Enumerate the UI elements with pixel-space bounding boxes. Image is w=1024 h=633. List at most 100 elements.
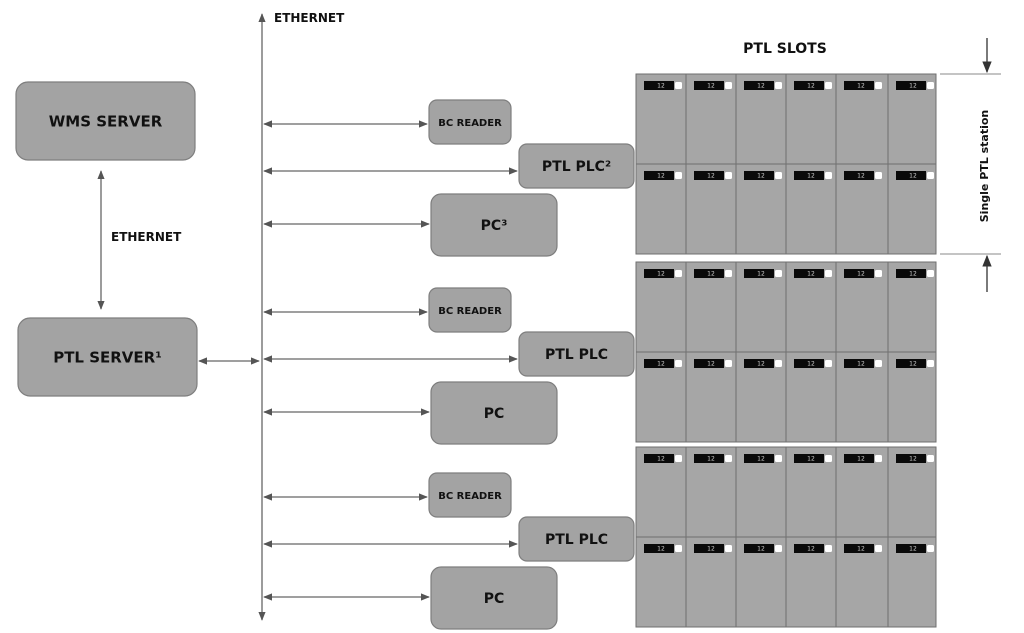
slot-display-text: 12: [707, 83, 715, 90]
ptl-slot: 12: [635, 351, 687, 443]
ptl-slot: 12: [635, 536, 687, 628]
slot-display-text: 12: [909, 546, 917, 553]
slot-display-text: 12: [707, 361, 715, 368]
slot-display-text: 12: [909, 83, 917, 90]
slot-display-text: 12: [757, 546, 765, 553]
slot-display-text: 12: [757, 173, 765, 180]
slot-display: [644, 171, 674, 180]
slot-display: [844, 359, 874, 368]
slot-display-text: 12: [909, 173, 917, 180]
ptl-slot: 12: [835, 163, 889, 255]
ptl-slots-title: PTL SLOTS: [743, 41, 827, 57]
slot-confirm-button-icon: [825, 270, 832, 277]
slot-display: [744, 81, 774, 90]
slot-display-text: 12: [757, 271, 765, 278]
ptl-plc-label: PTL PLC: [545, 532, 608, 548]
slot-display: [644, 81, 674, 90]
slot-display-text: 12: [807, 456, 815, 463]
slot-display: [744, 454, 774, 463]
slot-confirm-button-icon: [927, 270, 934, 277]
slot-confirm-button-icon: [875, 82, 882, 89]
slot-display-text: 12: [909, 456, 917, 463]
ptl-slot: 12: [785, 351, 837, 443]
slot-confirm-button-icon: [825, 172, 832, 179]
ptl-slot: 12: [785, 73, 837, 165]
slot-confirm-button-icon: [675, 82, 682, 89]
slot-display-text: 12: [757, 456, 765, 463]
ptl-plc-box: PTL PLC: [518, 516, 635, 562]
ptl-slot: 12: [887, 351, 937, 443]
slot-confirm-button-icon: [725, 172, 732, 179]
ptl-slot: 12: [735, 261, 787, 353]
slot-confirm-button-icon: [725, 270, 732, 277]
slot-display: [896, 269, 926, 278]
slot-confirm-button-icon: [775, 455, 782, 462]
slot-display-text: 12: [807, 361, 815, 368]
bc-reader-label: BC READER: [438, 306, 502, 317]
slot-confirm-button-icon: [927, 545, 934, 552]
slot-display: [644, 359, 674, 368]
ptl-slot: 12: [635, 73, 687, 165]
slot-confirm-button-icon: [675, 270, 682, 277]
slot-confirm-button-icon: [775, 82, 782, 89]
slot-display-text: 12: [857, 83, 865, 90]
slot-display: [896, 454, 926, 463]
slot-display: [644, 269, 674, 278]
slot-confirm-button-icon: [927, 172, 934, 179]
slot-display: [844, 269, 874, 278]
slot-confirm-button-icon: [875, 270, 882, 277]
ptl-server-label: PTL SERVER¹: [53, 349, 162, 367]
slot-display: [896, 544, 926, 553]
ptl-slot: 12: [735, 536, 787, 628]
slot-confirm-button-icon: [927, 82, 934, 89]
ptl-slot: 12: [735, 73, 787, 165]
slot-display-text: 12: [909, 271, 917, 278]
slot-display: [896, 171, 926, 180]
slot-display: [896, 81, 926, 90]
slot-display-text: 12: [657, 361, 665, 368]
slot-display: [844, 81, 874, 90]
ptl-slot: 12: [685, 261, 737, 353]
slot-display: [794, 359, 824, 368]
slot-display: [794, 269, 824, 278]
slot-confirm-button-icon: [675, 455, 682, 462]
ptl-slot: 12: [887, 536, 937, 628]
ptl-slot: 12: [835, 73, 889, 165]
slot-display-text: 12: [657, 271, 665, 278]
ptl-slot: 12: [685, 351, 737, 443]
bc-reader-label: BC READER: [438, 118, 502, 129]
slot-confirm-button-icon: [875, 172, 882, 179]
slot-confirm-button-icon: [725, 82, 732, 89]
slot-display: [744, 544, 774, 553]
pc-box: PC: [430, 381, 558, 445]
slot-display: [844, 171, 874, 180]
slot-confirm-button-icon: [927, 360, 934, 367]
slot-display-text: 12: [857, 456, 865, 463]
slot-display: [694, 359, 724, 368]
slot-display: [644, 544, 674, 553]
slot-display-text: 12: [857, 173, 865, 180]
ptl-slot: 12: [835, 446, 889, 538]
ptl-slot: 12: [785, 446, 837, 538]
pc-label: PC: [484, 591, 505, 607]
slot-display: [794, 171, 824, 180]
pc-box: PC: [430, 566, 558, 630]
ptl-slot: 12: [635, 261, 687, 353]
ptl-slot: 12: [635, 446, 687, 538]
slot-display: [744, 359, 774, 368]
ptl-slot: 12: [785, 261, 837, 353]
ptl-slot: 12: [785, 163, 837, 255]
ptl-slot: 12: [635, 163, 687, 255]
slot-display: [694, 171, 724, 180]
slot-display-text: 12: [707, 271, 715, 278]
slot-display-text: 12: [857, 546, 865, 553]
slot-display: [896, 359, 926, 368]
pc-label: PC: [484, 406, 505, 422]
slot-display-text: 12: [807, 83, 815, 90]
ptl-slot: 12: [835, 536, 889, 628]
wms-server-box: WMS SERVER: [15, 81, 196, 161]
